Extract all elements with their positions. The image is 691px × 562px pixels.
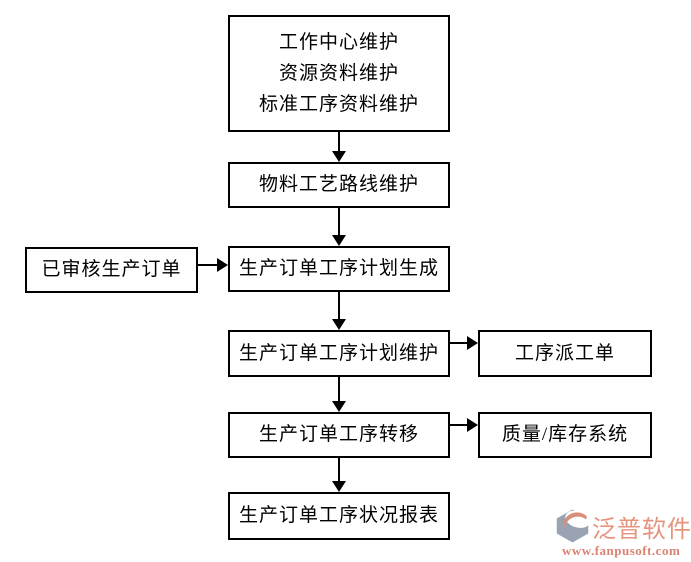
node-process-plan-generation: 生产订单工序计划生成 (228, 246, 450, 292)
arrow-down-transfer-to-report-icon (338, 458, 340, 481)
node-process-status-report: 生产订单工序状况报表 (228, 492, 450, 540)
node-line: 资源资料维护 (278, 63, 399, 84)
node-line: 已审核生产订单 (41, 259, 182, 280)
node-line: 工序派工单 (514, 342, 615, 364)
arrow-down-planmaint-to-transfer-icon (338, 377, 340, 401)
node-line: 生产订单工序转移 (258, 424, 419, 445)
arrow-right-planmaint-to-dispatch-icon (450, 342, 467, 344)
node-master-data-maintenance: 工作中心维护 资源资料维护 标准工序资料维护 (228, 15, 450, 132)
node-line: 生产订单工序状况报表 (238, 505, 439, 526)
node-material-routing-maintenance: 物料工艺路线维护 (228, 162, 450, 208)
node-line: 标准工序资料维护 (258, 94, 419, 115)
fanpu-hexagon-logo-icon (556, 509, 589, 543)
node-line: 工作中心维护 (278, 32, 399, 53)
arrow-down-master-to-routing-icon (338, 132, 340, 151)
arrow-right-transfer-to-quality-icon (450, 424, 467, 426)
node-line: 生产订单工序计划生成 (238, 258, 439, 279)
fanpu-logo-row: 泛普软件 (556, 506, 691, 546)
node-line: 生产订单工序计划维护 (238, 342, 439, 364)
node-process-transfer: 生产订单工序转移 (228, 412, 450, 458)
arrow-down-routing-to-plangen-icon (338, 208, 340, 235)
logo-url-text: www.fanpusoft.com (562, 543, 681, 558)
arrow-down-plangen-to-planmaint-icon (338, 292, 340, 319)
node-quality-inventory-system: 质量/库存系统 (478, 412, 652, 458)
arrow-right-audited-to-plangen-icon (198, 264, 217, 266)
node-audited-production-order: 已审核生产订单 (25, 247, 198, 293)
node-process-plan-maintenance: 生产订单工序计划维护 (228, 330, 450, 377)
node-line: 质量/库存系统 (501, 424, 629, 445)
logo-brand-text: 泛普软件 (592, 516, 691, 543)
fanpu-logo: 泛普软件 www.fanpusoft.com (556, 506, 691, 559)
node-process-dispatch-order: 工序派工单 (478, 330, 652, 377)
node-line: 物料工艺路线维护 (258, 174, 419, 195)
